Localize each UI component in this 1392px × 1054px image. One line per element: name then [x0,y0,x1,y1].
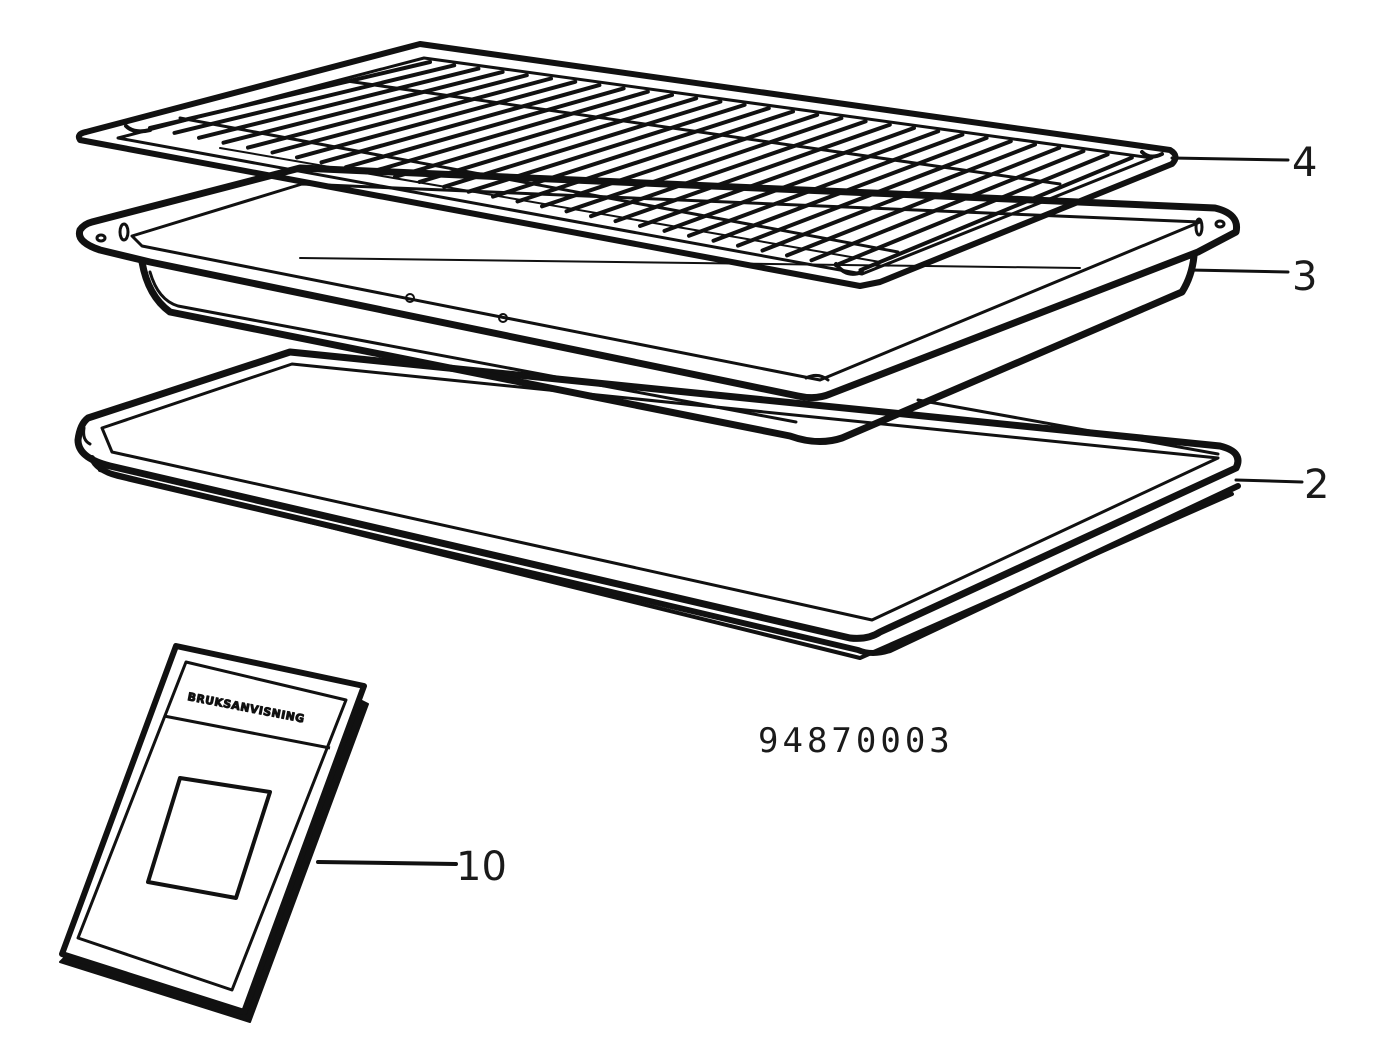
pan-corner-mark [804,373,830,382]
callout-label-10: 10 [456,844,507,890]
rack-bar [368,89,650,175]
rack-bar [442,99,723,189]
pan-handle-hole-left [95,233,107,243]
flat-baking-tray [74,348,1242,660]
flat-tray-outer-rim [74,348,1242,642]
rack-bar [711,135,989,243]
rack-hook-right [1140,150,1164,159]
rack-bar [760,142,1037,253]
rack-bars [148,60,1134,273]
pan-bottom-line [299,257,1081,269]
manual-title-divider [163,714,331,750]
pan-handle-hole-right [1214,219,1226,229]
rack-outer-frame [75,41,1179,289]
pan-inner-rim [130,182,1202,382]
rack-cross-bar-3 [219,147,881,263]
pan-side-wall-inner [148,270,798,424]
rack-bar [687,132,965,238]
rack-bar [515,109,795,204]
rack-bar [197,66,481,140]
flat-tray-inner-rim [100,362,1220,622]
flat-tray-bottom-edge [98,468,1234,660]
deep-roasting-pan [75,164,1241,445]
rack-cross-bar-2 [338,78,1062,186]
pan-side-walls [138,252,1198,445]
manual-cover-outer [59,643,367,1015]
rack-bar [319,83,602,165]
rack-bar [834,152,1110,268]
rack-bar [246,73,529,150]
pan-handle-hole-left-2 [118,222,130,242]
rack-bar [270,76,553,155]
rack-bar [785,145,1062,258]
part-number: 94870003 [758,721,954,761]
manual-cover-inner [76,660,348,992]
rack-bar [662,129,941,233]
callout-line-2 [1234,478,1304,484]
callout-label-2: 2 [1304,462,1329,508]
rack-hook-left [124,124,152,134]
manual-picture-frame [146,776,272,900]
rack-bar [344,86,626,170]
callout-label-3: 3 [1292,254,1317,300]
rack-bar [172,63,457,135]
rack-bar [540,112,820,209]
rack-bar [417,96,699,184]
rack-cross-bar-1 [178,116,900,254]
callout-line-3 [1188,268,1290,274]
wire-rack [75,41,1179,289]
pan-rivet-right [498,313,508,323]
rack-bar [466,102,747,194]
flat-tray-corner [82,426,92,446]
rack-bar [221,69,505,145]
pan-outer-rim [75,164,1241,402]
callouts: 4 3 2 10 [316,140,1329,890]
rack-bar [564,116,844,214]
flat-tray-lower-edge [89,455,1241,656]
pan-handle-hole-right-2 [1194,217,1204,237]
rack-bar [638,126,916,228]
pan-rivet-left [405,293,415,303]
rack-bar [858,155,1134,273]
callout-line-4 [1170,156,1290,162]
flat-tray-corner-2 [1230,450,1238,472]
rack-bar [736,139,1013,248]
instruction-manual: BRUKSANVISNING [59,643,369,1023]
rack-bar [491,106,771,199]
rack-hook-bottom [834,262,864,276]
flat-tray-edge-line [916,398,1220,456]
rack-bar [148,60,432,130]
callout-line-10 [316,860,458,866]
rack-bar [295,79,578,160]
rack-bar [393,93,674,179]
callout-label-4: 4 [1292,140,1317,186]
rack-bar [589,119,868,219]
rack-bar [809,149,1086,263]
rack-bar [613,122,892,224]
